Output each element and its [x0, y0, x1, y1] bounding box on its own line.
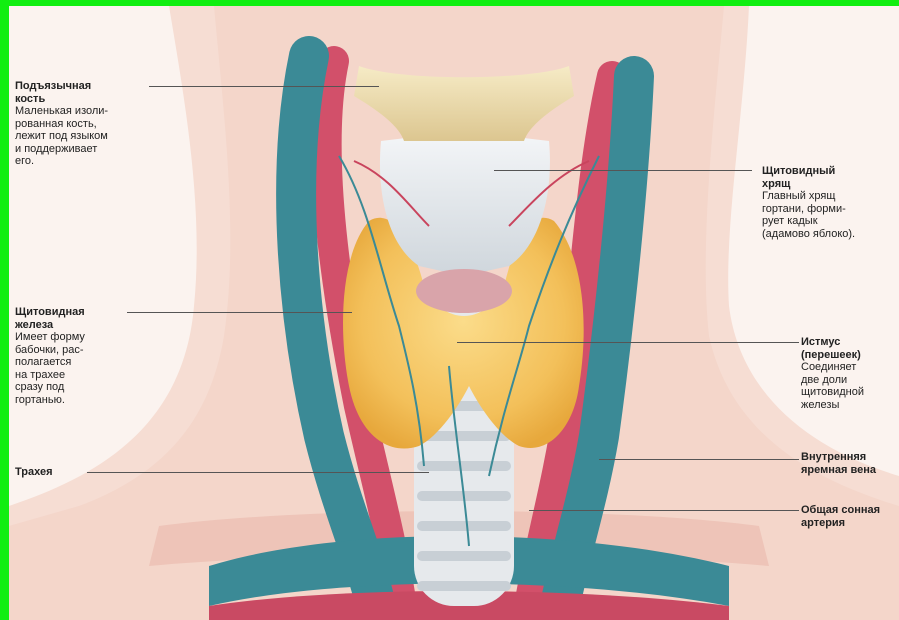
- label-thyroid-cartilage-title: Щитовидный хрящ: [762, 165, 899, 190]
- label-isthmus: Истмус (перешеек) Соединяет две доли щит…: [801, 336, 899, 411]
- label-hyoid: Подъязычная кость Маленькая изоли- рован…: [15, 80, 155, 168]
- leader-thyroid-gland: [127, 312, 352, 313]
- leader-carotid: [529, 510, 799, 511]
- label-isthmus-title: Истмус (перешеек): [801, 336, 899, 361]
- label-thyroid-cartilage: Щитовидный хрящ Главный хрящ гортани, фо…: [762, 165, 899, 240]
- leader-jugular: [599, 459, 799, 460]
- leader-thyroid-cartilage: [494, 170, 752, 171]
- leader-isthmus: [457, 342, 799, 343]
- label-carotid-artery-title: Общая сонная артерия: [801, 504, 899, 529]
- label-thyroid-gland-desc: Имеет форму бабочки, рас- полагается на …: [15, 331, 135, 406]
- label-trachea: Трахея: [15, 466, 95, 479]
- label-thyroid-gland: Щитовидная железа Имеет форму бабочки, р…: [15, 306, 135, 406]
- label-trachea-title: Трахея: [15, 466, 95, 479]
- label-jugular-vein-title: Внутренняя яремная вена: [801, 451, 899, 476]
- cricothyroid-muscle: [416, 269, 512, 313]
- label-hyoid-desc: Маленькая изоли- рованная кость, лежит п…: [15, 105, 155, 168]
- anatomy-canvas: Подъязычная кость Маленькая изоли- рован…: [9, 6, 899, 620]
- label-thyroid-gland-title: Щитовидная железа: [15, 306, 135, 331]
- label-hyoid-title: Подъязычная кость: [15, 80, 155, 105]
- label-isthmus-desc: Соединяет две доли щитовидной железы: [801, 361, 899, 411]
- label-thyroid-cartilage-desc: Главный хрящ гортани, форми- рует кадык …: [762, 190, 899, 240]
- label-carotid-artery: Общая сонная артерия: [801, 504, 899, 529]
- label-jugular-vein: Внутренняя яремная вена: [801, 451, 899, 476]
- leader-trachea: [87, 472, 429, 473]
- leader-hyoid: [149, 86, 379, 87]
- frame-border-left: [0, 0, 9, 620]
